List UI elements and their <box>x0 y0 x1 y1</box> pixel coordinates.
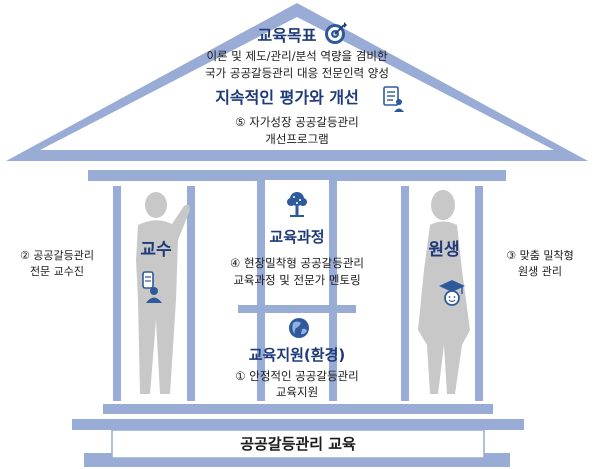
tree-icon <box>287 192 307 217</box>
support-line-2: 교육지원 <box>275 385 319 399</box>
graduate-icon <box>439 280 465 306</box>
student-desc-line-1: ③ 맞춤 밀착형 <box>506 249 574 262</box>
foundation-label: 공공갈등관리 교육 <box>240 435 356 453</box>
center-upper-pillar <box>238 170 356 305</box>
base-step-middle <box>72 419 524 430</box>
student-label: 원생 <box>428 240 460 260</box>
base-step-top <box>103 404 493 414</box>
curriculum-line-1: ④ 현장밀착형 공공갈등관리 <box>230 256 364 270</box>
curriculum-line-2: 교육과정 및 전문가 멘토링 <box>233 273 361 287</box>
curriculum-title: 교육과정 <box>269 228 325 246</box>
professor-label: 교수 <box>140 240 172 260</box>
mobile-person-icon <box>142 271 162 303</box>
student-silhouette <box>418 190 470 394</box>
evaluation-line-1: ⑤ 자가성장 공공갈등관리 <box>235 115 359 129</box>
evaluation-line-2: 개선프로그램 <box>265 132 329 146</box>
goal-line-1: 이론 및 제도/관리/분석 역량을 겸비한 <box>206 49 388 63</box>
goal-line-2: 국가 공공갈등관리 대응 전문인력 양성 <box>205 66 389 80</box>
support-line-1: ① 안정적인 공공갈등관리 <box>235 369 359 383</box>
student-desc-line-2: 원생 관리 <box>518 265 562 278</box>
professor-desc-line-2: 전문 교수진 <box>29 265 85 278</box>
support-title: 교육지원(환경) <box>248 346 346 364</box>
checklist-person-icon <box>383 86 404 112</box>
evaluation-title: 지속적인 평가와 개선 <box>215 88 359 107</box>
professor-silhouette <box>136 192 190 394</box>
professor-desc-line-1: ② 공공갈등관리 <box>19 249 95 262</box>
foundation-box <box>111 429 485 459</box>
globe-icon <box>289 318 309 338</box>
center-lower-pillar <box>238 305 356 401</box>
goal-title: 교육목표 <box>257 26 317 45</box>
roof-inner <box>40 17 554 150</box>
target-icon <box>325 22 347 44</box>
